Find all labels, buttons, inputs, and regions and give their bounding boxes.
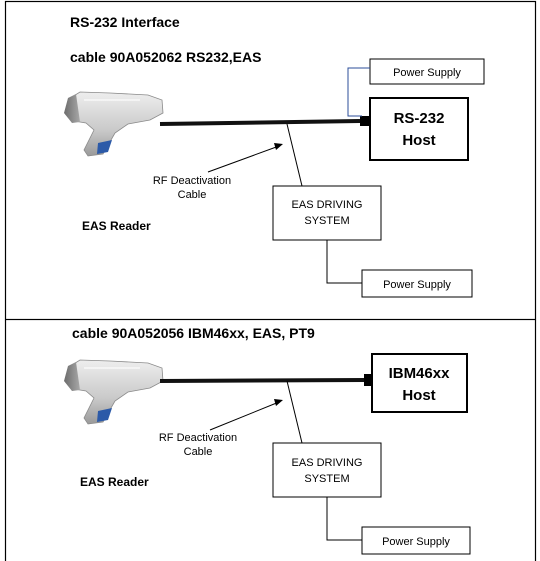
eas-label-top-line1: EAS DRIVING xyxy=(292,199,363,211)
rf-cable-bottom xyxy=(286,380,303,444)
eas-label-bottom-line1: EAS DRIVING xyxy=(292,457,363,469)
rs232-host-box xyxy=(369,97,469,161)
rf-label-top-line1: RF Deactivation xyxy=(153,175,231,187)
rf-arrowhead-top xyxy=(274,143,283,150)
host-label-line1: RS-232 xyxy=(394,110,445,127)
reader-label-top: EAS Reader xyxy=(82,219,151,233)
rf-arrow-bottom xyxy=(209,401,280,431)
ibm-host-label-line2: Host xyxy=(402,387,435,404)
panel-top-border xyxy=(4,0,537,321)
rf-cable-top xyxy=(286,123,303,187)
eas-label-bottom-line2: SYSTEM xyxy=(304,473,349,485)
power-supply-top-box xyxy=(369,58,485,85)
eas-driving-box-top xyxy=(272,185,382,241)
power-connector-eas-top xyxy=(326,240,362,284)
main-cable-bottom xyxy=(159,378,366,383)
eas-label-top-line2: SYSTEM xyxy=(304,215,349,227)
rf-label-bottom-line1: RF Deactivation xyxy=(159,432,237,444)
barcode-scanner-icon xyxy=(64,359,164,425)
power-connector-top xyxy=(347,67,370,117)
power-supply-eas-top-label: Power Supply xyxy=(383,279,451,291)
host-connector-top xyxy=(360,116,370,126)
power-supply-bottom-label: Power Supply xyxy=(382,536,450,548)
reader-label-bottom: EAS Reader xyxy=(80,475,149,489)
barcode-scanner-icon xyxy=(64,91,164,157)
main-cable-top xyxy=(159,119,361,126)
power-connector-eas-bottom xyxy=(326,497,362,541)
power-supply-bottom-box xyxy=(361,526,471,555)
ibm-host-label-line1: IBM46xx xyxy=(389,365,451,382)
rf-arrow-top xyxy=(207,145,280,173)
rf-arrowhead-bottom xyxy=(274,399,283,406)
rf-label-bottom-line2: Cable xyxy=(184,446,213,458)
power-supply-top-label: Power Supply xyxy=(393,67,461,79)
eas-driving-box-bottom xyxy=(272,442,382,498)
cable-label-top: cable 90A052062 RS232,EAS xyxy=(70,49,261,65)
ibm-host-box xyxy=(371,353,468,413)
interface-title: RS-232 Interface xyxy=(70,14,180,30)
power-supply-eas-top-box xyxy=(361,269,473,298)
host-connector-bottom xyxy=(364,374,372,386)
cable-label-bottom: cable 90A052056 IBM46xx, EAS, PT9 xyxy=(72,325,315,341)
host-label-line2: Host xyxy=(402,132,435,149)
rf-label-top-line2: Cable xyxy=(178,189,207,201)
